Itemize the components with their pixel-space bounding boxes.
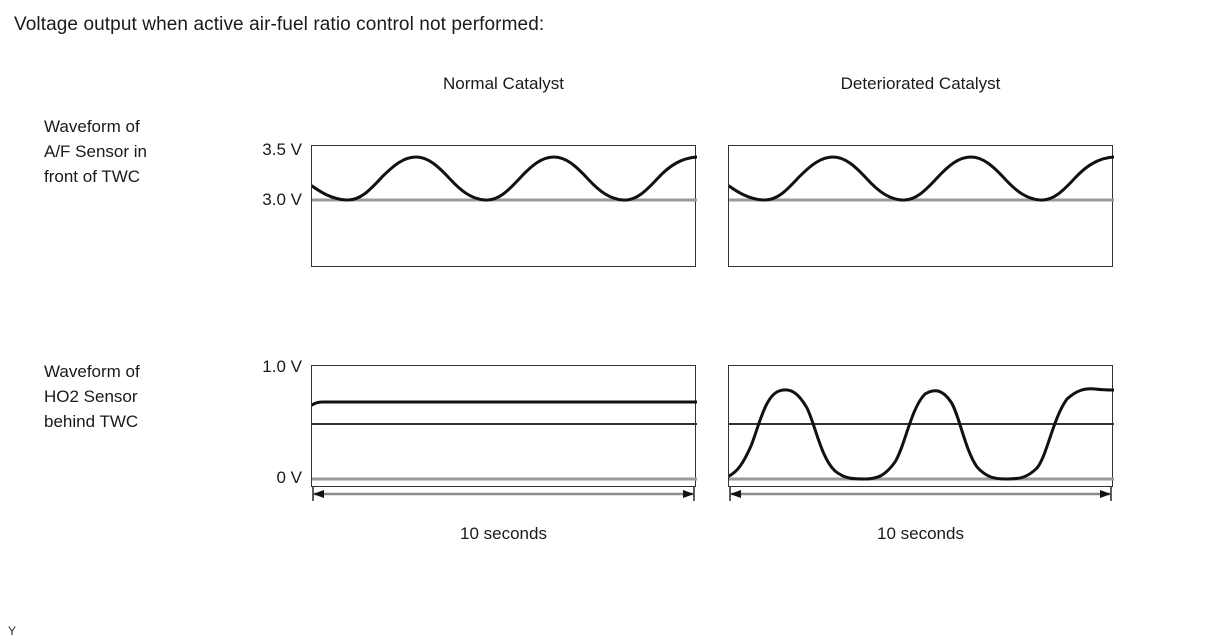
double-arrow-icon [729,487,1112,501]
double-arrow-icon [312,487,695,501]
time-axis-label-deteriorated: 10 seconds [877,524,964,543]
row-label-ho2-line3: behind TWC [44,412,139,431]
corner-mark: Y [8,624,17,638]
plot-ho2-sensor-deteriorated-catalyst [728,365,1114,487]
waveform-trace-ho2-deteriorated [729,387,1114,481]
row-label-af-line1: Waveform of [44,117,140,136]
axis-label-ho2-upper: 1.0 V [262,357,302,376]
waveform-trace-af-normal [312,155,697,202]
waveform-trace-ho2-normal [312,400,697,407]
axis-label-af-lower: 3.0 V [262,190,302,209]
row-label-ho2-line1: Waveform of [44,362,140,381]
waveform-trace-af-deteriorated [729,155,1114,202]
time-axis-label-normal: 10 seconds [460,524,547,543]
af-deteriorated-svg [729,155,1114,202]
column-header-deteriorated-catalyst: Deteriorated Catalyst [840,74,1001,93]
row-label-af-sensor: Waveform of A/F Sensor in front of TWC [44,114,244,189]
plot-ho2-sensor-normal-catalyst [311,365,697,487]
axis-label-ho2-lower: 0 V [276,468,302,487]
time-axis-arrow-normal [311,487,696,501]
ho2-normal-svg [312,400,697,481]
time-axis-arrow-deteriorated [728,487,1113,501]
row-label-af-line3: front of TWC [44,167,141,186]
af-normal-svg [312,155,697,202]
page-title: Voltage output when active air-fuel rati… [14,14,545,35]
ho2-deteriorated-svg [729,387,1114,481]
plot-af-sensor-deteriorated-catalyst [728,145,1114,267]
plot-af-sensor-normal-catalyst [311,145,697,267]
row-label-af-line2: A/F Sensor in [44,142,147,161]
row-label-ho2-line2: HO2 Sensor [44,387,138,406]
axis-label-af-upper: 3.5 V [262,140,302,159]
row-label-ho2-sensor: Waveform of HO2 Sensor behind TWC [44,359,244,434]
column-header-normal-catalyst: Normal Catalyst [443,74,564,93]
